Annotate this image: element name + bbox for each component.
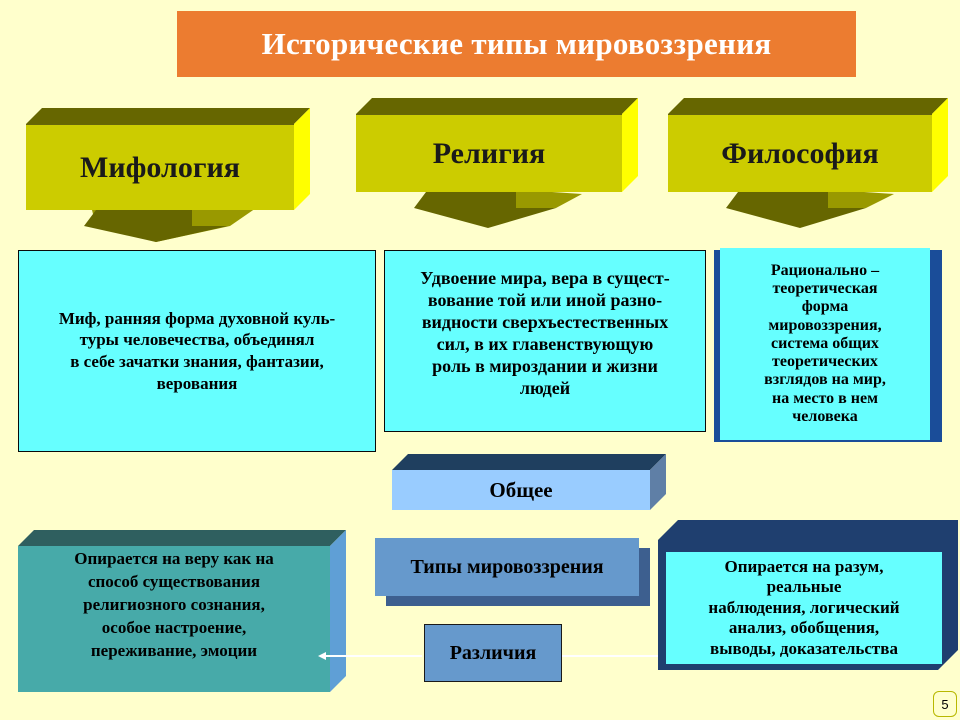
faith-description: Опирается на веру как на способ существо… (18, 546, 330, 692)
religion-line: видности сверхъестественных (421, 311, 669, 332)
reason-line: Опирается на разум, (724, 557, 884, 577)
philosophy-line: на место в нем (771, 389, 878, 407)
religion-description: Удвоение мира, вера в сущест- вование то… (384, 250, 706, 432)
philosophy-line: система общих (771, 334, 879, 352)
reason-line: выводы, доказательства (710, 638, 898, 658)
mythology-line: туры человечества, объединял (79, 330, 315, 350)
philosophy-line: форма (801, 298, 849, 316)
philosophy-line: мировоззрения, (768, 316, 882, 334)
religion-line: роль в мироздании и жизни (432, 355, 658, 376)
reason-line: наблюдения, логический (708, 597, 900, 617)
faith-line: Опирается на веру как на (74, 549, 274, 568)
religion-block-3d (356, 98, 638, 228)
philosophy-line: взглядов на мир, (764, 371, 886, 389)
common-block-3d (392, 454, 666, 510)
types-label: Типы мировоззрения (375, 538, 639, 596)
philosophy-line: теоретических (772, 353, 878, 371)
reason-line: реальные (766, 577, 842, 597)
reason-description: Опирается на разум, реальные наблюдения,… (666, 552, 942, 664)
philosophy-label: Философия (668, 114, 932, 192)
religion-line: Удвоение мира, вера в сущест- (420, 268, 670, 288)
difference-connectors (318, 652, 666, 660)
faith-line: переживание, эмоции (90, 640, 258, 660)
mythology-label: Мифология (26, 124, 294, 210)
philosophy-description: Рационально – теоретическая форма мирово… (720, 248, 930, 440)
religion-line: вование той или иной разно- (427, 289, 663, 310)
religion-label: Религия (356, 114, 622, 192)
philosophy-line: теоретическая (772, 280, 878, 298)
philosophy-line: Рационально – (770, 261, 880, 279)
page-title: Исторические типы мировоззрения (177, 11, 856, 77)
faith-line: особое настроение, (101, 617, 247, 637)
mythology-block-3d (26, 108, 310, 242)
mythology-line: в себе зачатки знания, фантазии, (70, 352, 324, 371)
mythology-line: верования (156, 373, 238, 393)
mythology-description: Миф, ранняя форма духовной куль- туры че… (18, 250, 376, 452)
religion-line: людей (519, 377, 571, 398)
common-label: Общее (489, 477, 553, 502)
faith-line: религиозного сознания, (83, 594, 265, 614)
mythology-line: Миф, ранняя форма духовной куль- (58, 308, 336, 328)
religion-line: сил, в их главенствующую (436, 333, 654, 354)
philosophy-block-3d (668, 98, 948, 228)
faith-line: способ существования (87, 571, 261, 591)
page-number: 5 (933, 691, 957, 717)
differences-label: Различия (424, 624, 562, 682)
reason-line: анализ, обобщения, (728, 618, 880, 638)
faith-box-3d (18, 530, 346, 692)
philosophy-line: человека (792, 407, 858, 425)
